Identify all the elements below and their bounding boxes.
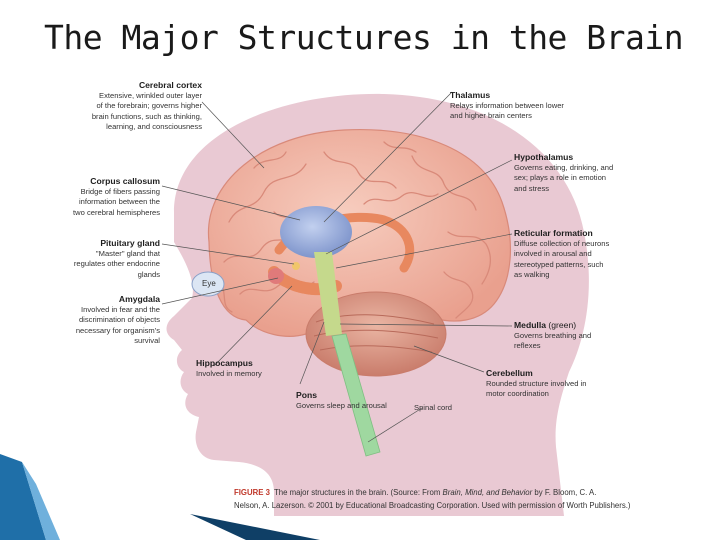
- label-desc: two cerebral hemispheres: [73, 207, 160, 217]
- label-title: Pons: [296, 390, 318, 400]
- slide-corner-decoration: [0, 454, 320, 540]
- label-amygdala: Amygdala Involved in fear and the discri…: [54, 294, 160, 347]
- label-cerebral-cortex: Cerebral cortex Extensive, wrinkled oute…: [54, 80, 202, 133]
- label-title: Cerebral cortex: [138, 80, 202, 90]
- label-desc: Involved in memory: [196, 369, 262, 378]
- figure-number: FIGURE 3: [234, 488, 270, 497]
- label-desc: brain functions, such as thinking,: [91, 111, 202, 121]
- label-desc: and higher brain centers: [450, 111, 532, 121]
- caption-book-title: Brain, Mind, and Behavior: [442, 488, 533, 497]
- label-spinal-cord: Spinal cord: [414, 403, 474, 413]
- caption-text: by F. Bloom, C. A.: [532, 488, 597, 497]
- label-note: (green): [548, 320, 577, 330]
- thalamus: [280, 206, 352, 258]
- label-pons: Pons Governs sleep and arousal: [296, 390, 406, 411]
- label-desc: glands: [137, 269, 160, 279]
- label-desc: of the forebrain; governs higher: [96, 101, 202, 111]
- label-desc: information between the: [78, 197, 160, 207]
- label-desc: learning, and consciousness: [106, 122, 202, 132]
- label-desc: Spinal cord: [414, 403, 452, 412]
- brain-illustration: [161, 91, 589, 516]
- label-desc: Diffuse collection of neurons: [514, 239, 610, 248]
- label-desc: Governs breathing and: [514, 331, 592, 340]
- label-desc: Rounded structure involved in: [486, 379, 587, 388]
- label-title: Amygdala: [118, 294, 160, 304]
- label-desc: involved in arousal and: [514, 249, 592, 259]
- label-cerebellum: Cerebellum Rounded structure involved in…: [486, 368, 636, 400]
- label-desc: Extensive, wrinkled outer layer: [99, 91, 202, 100]
- label-desc: motor coordination: [486, 389, 549, 399]
- label-desc: Relays information between lower: [450, 101, 564, 110]
- label-title: Corpus callosum: [90, 176, 160, 186]
- label-desc: survival: [134, 336, 160, 346]
- label-medulla: Medulla (green) Governs breathing and re…: [514, 320, 644, 352]
- label-desc: "Master" gland that: [95, 249, 160, 258]
- label-title: Reticular formation: [514, 228, 593, 238]
- label-title: Pituitary gland: [100, 238, 160, 248]
- label-eye: Eye: [202, 279, 216, 288]
- label-reticular-formation: Reticular formation Diffuse collection o…: [514, 228, 644, 281]
- label-desc: necessary for organism's: [75, 325, 160, 335]
- label-desc: reflexes: [514, 341, 541, 351]
- label-desc: Governs eating, drinking, and: [514, 163, 614, 172]
- cerebrum: [207, 128, 511, 341]
- label-title: Hypothalamus: [514, 152, 574, 162]
- label-title: Medulla: [514, 320, 546, 330]
- label-title: Thalamus: [450, 90, 491, 100]
- label-desc: discrimination of objects: [78, 315, 160, 325]
- pituitary: [292, 262, 300, 270]
- brain-figure: Cerebral cortex Extensive, wrinkled oute…: [24, 72, 690, 516]
- label-desc: stereotyped patterns, such: [514, 259, 604, 269]
- spinal-cord: [331, 333, 381, 457]
- label-desc: Involved in fear and the: [81, 305, 160, 314]
- caption-text: Nelson, A. Lazerson. © 2001 by Education…: [234, 501, 631, 510]
- label-title: Cerebellum: [486, 368, 533, 378]
- eye: [191, 271, 225, 297]
- label-pituitary-gland: Pituitary gland "Master" gland that regu…: [54, 238, 160, 280]
- leader-lines: [161, 91, 513, 443]
- brainstem: [314, 252, 342, 336]
- label-hypothalamus: Hypothalamus Governs eating, drinking, a…: [514, 152, 644, 194]
- label-title: Hippocampus: [196, 358, 253, 368]
- label-desc: as walking: [514, 270, 550, 280]
- amygdala: [268, 268, 284, 284]
- label-desc: Governs sleep and arousal: [296, 401, 387, 410]
- label-desc: sex; plays a role in emotion: [514, 173, 607, 183]
- label-corpus-callosum: Corpus callosum Bridge of fibers passing…: [54, 176, 160, 218]
- label-desc: and stress: [514, 183, 550, 193]
- caption-text: The major structures in the brain. (Sour…: [273, 488, 443, 497]
- label-hippocampus: Hippocampus Involved in memory: [196, 358, 316, 379]
- label-desc: regulates other endocrine: [73, 259, 160, 269]
- label-thalamus: Thalamus Relays information between lowe…: [450, 90, 610, 122]
- slide-title: The Major Structures in the Brain: [44, 18, 684, 57]
- label-desc: Bridge of fibers passing: [80, 187, 160, 196]
